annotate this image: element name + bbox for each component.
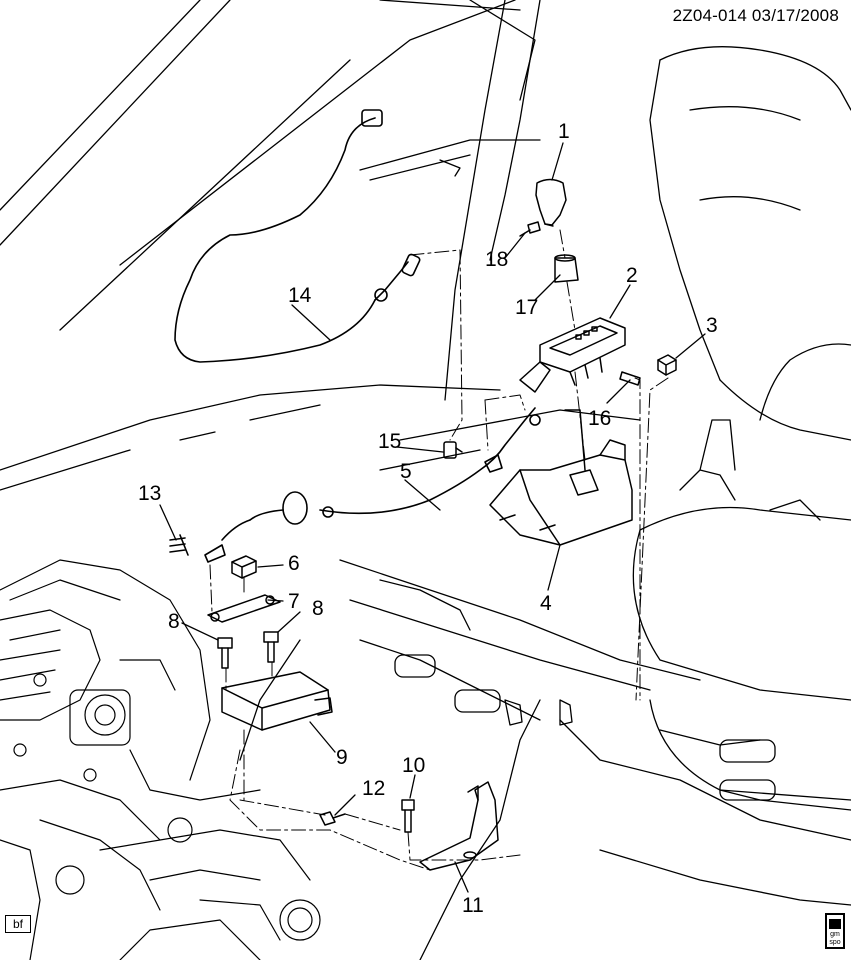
callout-18: 18: [485, 248, 508, 271]
floor-pan-outline: [239, 409, 851, 960]
shifter-base: [489, 409, 633, 546]
assembly-guide-lines: [209, 229, 669, 871]
knob-boot: [554, 254, 579, 283]
callout-6: 6: [288, 552, 300, 575]
range-switch-9: [221, 671, 333, 731]
callout-5: 5: [400, 460, 412, 483]
callout-numbers: 1 2 3 4 5 6 7 8 8 9 10 11 12 13 14 15 16…: [138, 120, 718, 917]
bolt-10: [401, 799, 415, 833]
corner-tag: bf: [5, 915, 31, 933]
callout-4: 4: [540, 592, 552, 615]
callout-2: 2: [626, 264, 638, 287]
callout-13: 13: [138, 482, 161, 505]
callout-14: 14: [288, 284, 312, 307]
logo-text: gm spo: [829, 931, 841, 946]
nut-6: [231, 555, 257, 579]
callout-7: 7: [288, 590, 300, 613]
seat-outline: [632, 46, 851, 811]
callout-12: 12: [362, 777, 385, 800]
bracket-11: [419, 781, 499, 871]
vehicle-body-outline: [0, 0, 541, 491]
shifter-bezel: [519, 317, 626, 393]
callout-8-left: 8: [168, 610, 180, 633]
callout-17: 17: [515, 296, 538, 319]
knob-screw: [519, 221, 541, 237]
callout-leaders: [159, 142, 706, 893]
callout-1: 1: [558, 120, 570, 143]
callout-8-right: 8: [312, 597, 324, 620]
hex-nut-3: [657, 354, 677, 376]
callout-15: 15: [378, 430, 401, 453]
gm-spo-logo: gm spo: [825, 913, 845, 949]
retainer-13: [169, 534, 189, 556]
callout-9: 9: [336, 746, 348, 769]
callout-11: 11: [462, 894, 484, 917]
bolt-8-right: [263, 631, 279, 663]
bolt-12: [319, 811, 346, 826]
engine-outline: [0, 559, 321, 960]
bolt-8-left: [217, 637, 233, 669]
callout-3: 3: [706, 314, 718, 337]
callout-16: 16: [588, 407, 611, 430]
callout-10: 10: [402, 754, 425, 777]
shift-knob: [535, 178, 567, 227]
shift-cable: [204, 407, 541, 563]
shift-cable-harness: [174, 109, 421, 363]
diagram-code-date: 2Z04-014 03/17/2008: [672, 6, 839, 25]
clip-15: [443, 441, 463, 459]
lever-7: [207, 594, 281, 623]
pin-16: [619, 371, 641, 386]
logo-mark-icon: [829, 919, 841, 929]
